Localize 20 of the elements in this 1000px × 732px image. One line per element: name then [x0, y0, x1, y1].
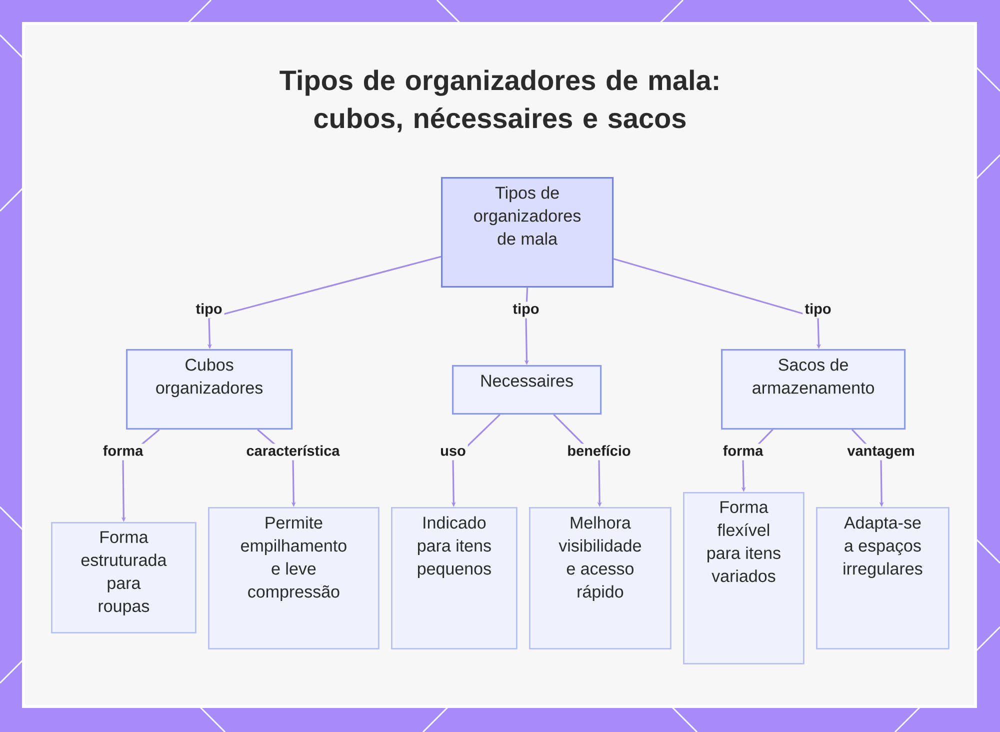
title: Tipos de organizadores de mala: cubos, nécessaires e sacos: [280, 70, 718, 132]
edge-label: característica: [244, 444, 342, 460]
edge-label: tipo: [802, 302, 834, 318]
detail-box: Forma flexível para itens variados: [683, 492, 804, 664]
edge-label: tipo: [510, 302, 542, 318]
root-box: Tipos de organizadores de mala: [441, 177, 614, 288]
detail-box: Adapta-se a espaços irregulares: [816, 507, 950, 650]
detail-box: Permite empilhamento e leve compressão: [208, 507, 380, 650]
detail-box: Forma estruturada para roupas: [51, 522, 196, 634]
edge-label: tipo: [194, 302, 224, 318]
category-box: Cubos organizadores: [126, 349, 293, 430]
edge-label: benefício: [565, 444, 633, 460]
edge-label: uso: [438, 444, 468, 460]
category-box: Necessaires: [452, 365, 602, 415]
detail-box: Melhora visibilidade e acesso rápido: [529, 507, 672, 650]
edge-label: forma: [100, 444, 146, 460]
detail-box: Indicado para itens pequenos: [391, 507, 518, 650]
category-box: Sacos de armazenamento: [721, 349, 906, 430]
edge-label: vantagem: [845, 444, 917, 460]
edge-label: forma: [720, 444, 766, 460]
